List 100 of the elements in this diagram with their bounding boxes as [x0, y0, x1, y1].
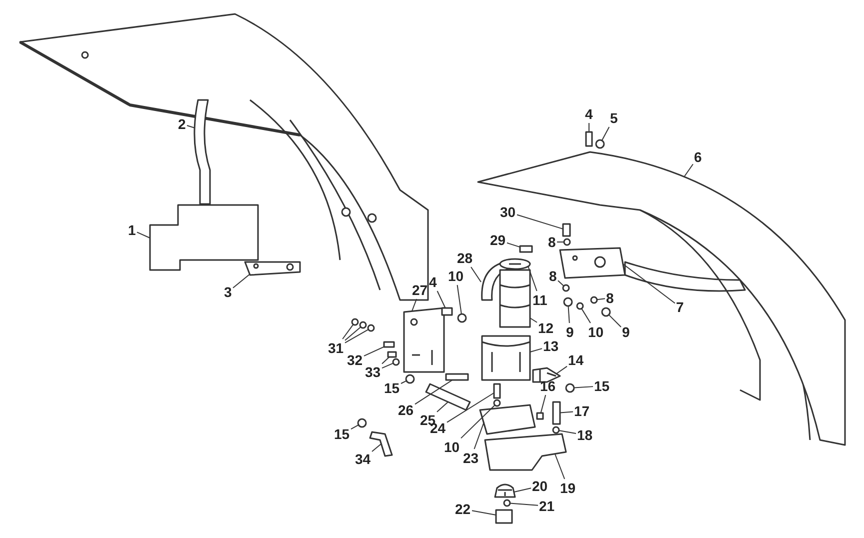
- callout-number: 33: [365, 364, 381, 380]
- leader-line: [382, 356, 390, 364]
- callout-number: 31: [328, 340, 344, 356]
- leader-line: [574, 386, 594, 388]
- callout-number: 32: [347, 352, 363, 368]
- plate-drawing: [559, 247, 626, 279]
- rod-drawing: [445, 373, 469, 381]
- leader-line: [342, 324, 354, 340]
- leader-line: [530, 318, 538, 323]
- pin-drawing: [383, 341, 395, 348]
- nut-drawing: [565, 383, 575, 393]
- fender-drawing: [477, 151, 846, 446]
- callout-number: 6: [694, 149, 702, 165]
- cap-drawing: [499, 258, 531, 270]
- nut-drawing: [457, 313, 467, 323]
- leader-line: [514, 488, 532, 492]
- leader-line: [581, 308, 591, 324]
- leader-line: [588, 122, 590, 132]
- callout-number: 17: [574, 403, 590, 419]
- leader-line: [608, 314, 622, 328]
- callout-number: 9: [622, 324, 630, 340]
- leader-line: [414, 380, 453, 405]
- callout-number: 4: [585, 106, 593, 122]
- nut-drawing: [590, 296, 598, 304]
- leader-line: [528, 266, 538, 292]
- leader-line: [540, 394, 546, 414]
- leader-line: [516, 214, 564, 230]
- callout-number: 18: [577, 427, 593, 443]
- callout-number: 13: [543, 338, 559, 354]
- housing-drawing: [481, 335, 531, 381]
- callout-number: 20: [532, 478, 548, 494]
- washer-drawing: [595, 139, 605, 149]
- pin-drawing: [387, 351, 397, 358]
- callout-number: 26: [398, 402, 414, 418]
- leader-line: [472, 510, 496, 516]
- leader-line: [554, 454, 566, 480]
- leader-line: [136, 232, 150, 238]
- callout-number: 23: [463, 450, 479, 466]
- leader-line: [436, 402, 448, 412]
- spring-drawing: [425, 383, 471, 411]
- nut-drawing: [563, 238, 571, 246]
- washer-drawing: [359, 321, 367, 329]
- leader-line: [364, 346, 384, 356]
- nut-drawing: [493, 399, 501, 407]
- callout-number: 34: [355, 451, 371, 467]
- leader-line: [186, 125, 196, 128]
- callout-number: 29: [490, 232, 506, 248]
- callout-number: 14: [568, 352, 584, 368]
- washer-drawing: [552, 426, 560, 434]
- bolt-drawing: [585, 131, 593, 147]
- callout-number: 7: [676, 299, 684, 315]
- washer-drawing: [576, 302, 584, 310]
- washer-drawing: [351, 318, 359, 326]
- washer-drawing: [392, 358, 400, 366]
- bracket-drawing: [149, 204, 259, 271]
- cylinder-drawing: [499, 269, 531, 328]
- callout-number: 12: [538, 320, 554, 336]
- callout-number: 27: [412, 282, 428, 298]
- callout-number: 10: [444, 439, 460, 455]
- bolt-drawing: [532, 367, 561, 383]
- callout-number: 19: [560, 480, 576, 496]
- nut-drawing: [562, 284, 570, 292]
- cap-drawing: [494, 484, 516, 498]
- leader-line: [684, 164, 694, 178]
- pin-drawing: [493, 383, 501, 399]
- bracket-drawing: [479, 404, 536, 435]
- block-drawing: [484, 433, 567, 471]
- leader-line: [372, 444, 382, 452]
- rod-drawing: [369, 431, 393, 457]
- bolt-drawing: [441, 307, 453, 316]
- leader-line: [446, 392, 494, 423]
- leader-line: [470, 266, 482, 282]
- washer-drawing: [503, 499, 511, 507]
- leader-line: [350, 424, 359, 430]
- leader-line: [232, 274, 250, 288]
- callout-number: 4: [429, 274, 437, 290]
- leader-line: [344, 326, 362, 341]
- callout-number: 15: [384, 380, 400, 396]
- callout-number: 8: [548, 234, 556, 250]
- callout-number: 9: [566, 324, 574, 340]
- callout-number: 10: [588, 324, 604, 340]
- leader-line: [506, 242, 520, 248]
- leader-line: [560, 411, 574, 414]
- leader-line: [400, 380, 407, 384]
- leader-line: [622, 264, 676, 304]
- washer-drawing: [367, 324, 375, 332]
- callout-number: 15: [594, 378, 610, 394]
- bolt-drawing: [562, 223, 571, 237]
- callout-number: 8: [549, 268, 557, 284]
- callout-number: 21: [539, 498, 555, 514]
- leader-line: [556, 366, 568, 374]
- leader-line: [558, 280, 564, 286]
- nut-drawing: [357, 418, 367, 428]
- plate-drawing: [403, 307, 445, 373]
- nut-drawing: [495, 509, 513, 524]
- leader-line: [530, 348, 542, 352]
- leader-line: [601, 126, 610, 141]
- leader-line: [344, 329, 369, 344]
- callout-number: 2: [178, 116, 186, 132]
- leader-line: [568, 306, 570, 324]
